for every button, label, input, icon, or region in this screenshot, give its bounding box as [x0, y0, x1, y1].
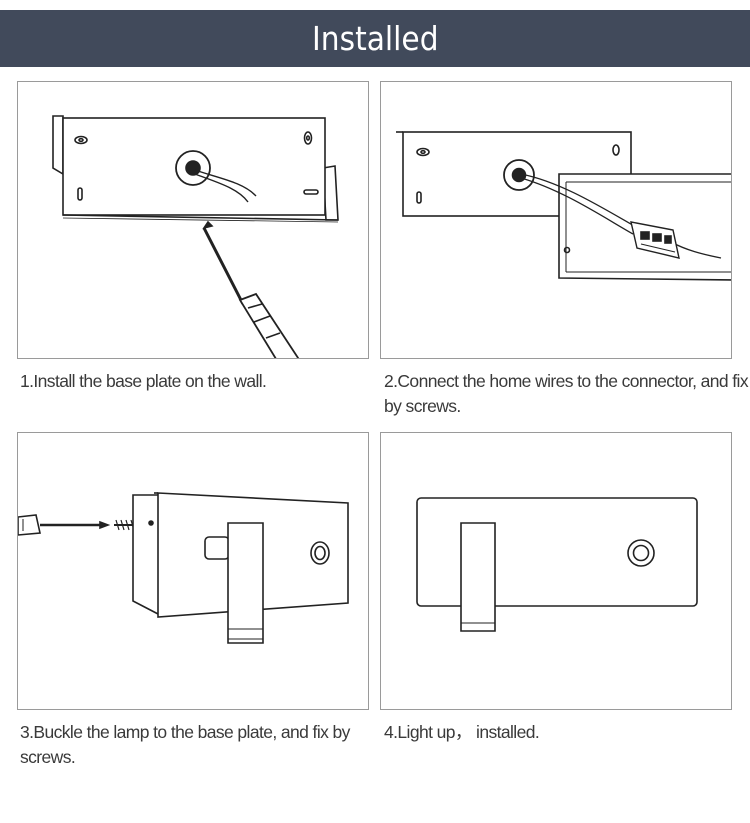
page-title: Installed — [311, 19, 439, 58]
buckle-lamp-drawing — [18, 492, 349, 644]
step-4-illustration — [380, 432, 732, 710]
step-4-caption: 4.Light up， installed. — [384, 722, 540, 742]
header-banner: Installed — [0, 10, 750, 67]
step-2-caption: 2.Connect the home wires to the connecto… — [384, 371, 749, 416]
step-1-illustration — [17, 81, 369, 359]
base-plate-screwdriver-drawing — [52, 115, 339, 358]
step-3-illustration — [17, 432, 369, 710]
wiring-connector-drawing — [396, 131, 731, 281]
step-2-illustration — [380, 81, 732, 359]
installed-lamp-drawing — [416, 497, 698, 632]
step-3-caption: 3.Buckle the lamp to the base plate, and… — [20, 722, 350, 767]
step-1-caption: 1.Install the base plate on the wall. — [20, 371, 267, 391]
